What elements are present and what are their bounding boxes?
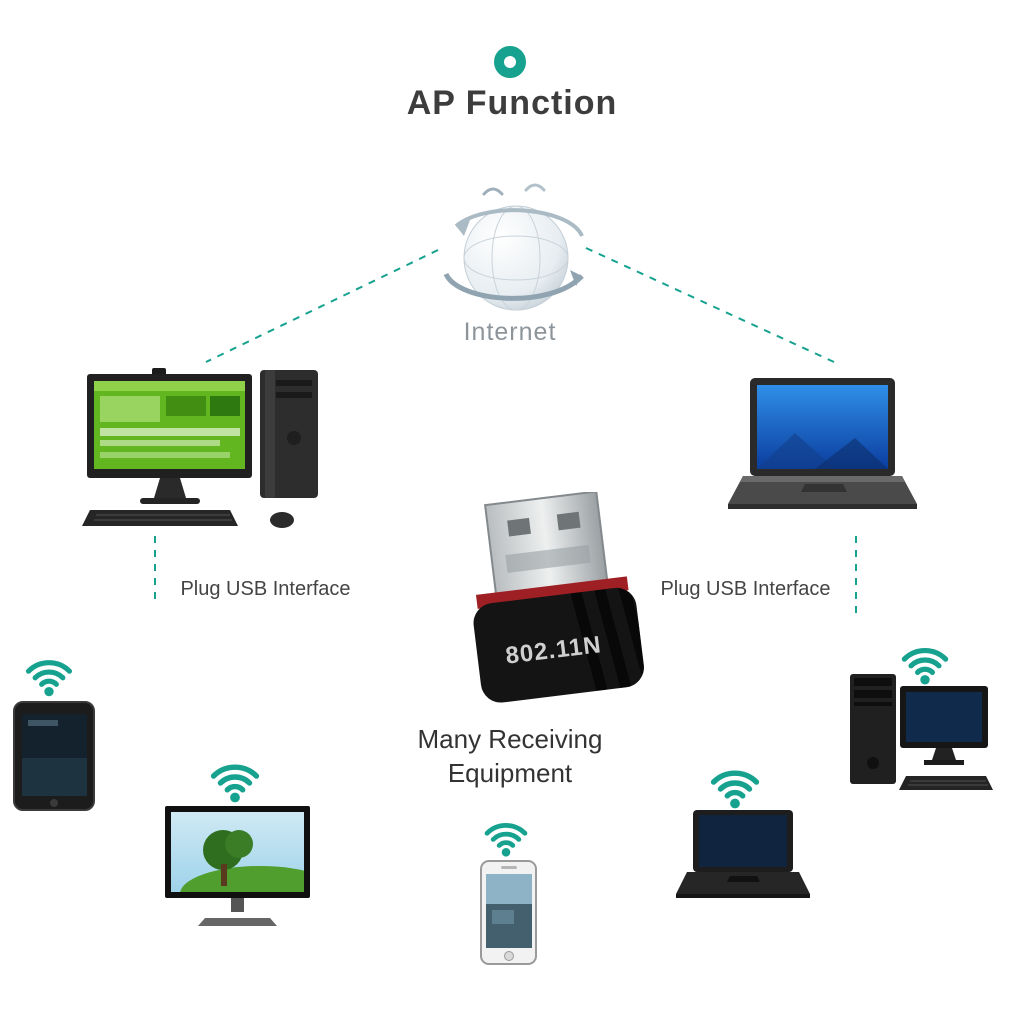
orbit-arrow-bottom <box>443 272 584 301</box>
phone-speaker <box>501 866 517 869</box>
keyboard <box>899 776 993 790</box>
plug-usb-interface-label-left: Plug USB Interface <box>180 578 351 600</box>
tv-stand-base <box>198 918 277 926</box>
keyboard <box>82 510 238 526</box>
ring-icon <box>494 46 526 78</box>
pc-tower <box>850 674 896 784</box>
monitor-stand <box>154 478 186 498</box>
wifi-icon <box>710 770 760 809</box>
usb-plug-hole <box>556 511 581 531</box>
tablet-illustration <box>13 701 95 811</box>
tv-stand-neck <box>231 898 244 912</box>
dashed-line-globe-to-desktop <box>205 249 439 363</box>
usb-plug <box>483 492 609 598</box>
wifi-icon <box>25 660 73 697</box>
desktop-computer-illustration <box>82 368 318 528</box>
internet-label: Internet <box>463 318 557 346</box>
usb-wifi-adapter-illustration: 802.11N <box>473 492 647 703</box>
orbit-arrow-top <box>454 208 584 238</box>
mouse <box>270 512 294 528</box>
home-button <box>504 951 514 961</box>
home-button <box>50 799 58 807</box>
laptop-base <box>676 872 810 894</box>
plug-usb-interface-label-right: Plug USB Interface <box>660 578 831 600</box>
monitor-screen <box>906 692 982 742</box>
internet-globe-icon <box>443 183 584 311</box>
wifi-icon <box>210 764 260 803</box>
usb-plug-hole <box>507 517 531 537</box>
receiving-line-2: Equipment <box>447 758 573 788</box>
laptop-small-illustration <box>676 810 810 898</box>
globe-sphere <box>464 206 568 310</box>
page-title: AP Function <box>406 84 618 122</box>
wifi-icon <box>901 648 949 685</box>
wifi-icon <box>484 823 528 857</box>
receiving-line-1: Many Receiving <box>417 724 603 754</box>
globe-swoosh <box>524 183 546 192</box>
monitor-stand <box>932 748 956 760</box>
globe-swoosh <box>482 187 504 196</box>
laptop-screen <box>699 815 787 867</box>
desktop-tower-monitor-illustration <box>850 674 993 790</box>
laptop-illustration <box>728 378 917 509</box>
television-illustration <box>165 806 310 926</box>
smartphone-illustration <box>480 860 537 965</box>
dashed-line-globe-to-laptop <box>585 247 835 363</box>
receiving-equipment-label: Many Receiving Equipment <box>370 722 650 790</box>
